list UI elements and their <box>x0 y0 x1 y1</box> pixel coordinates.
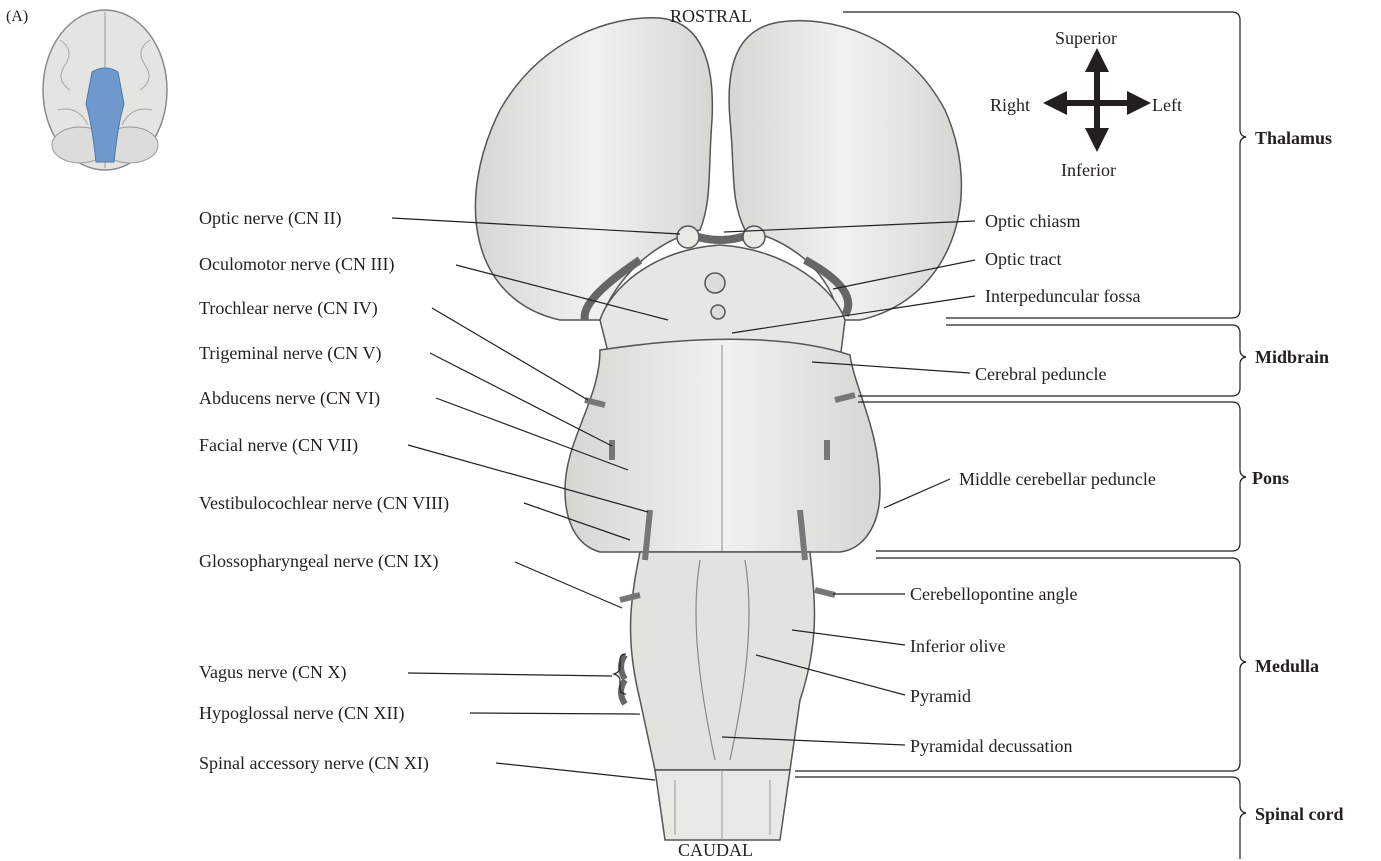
label-vestibulocochlear-nerve: Vestibulocochlear nerve (CN VIII) <box>199 492 449 514</box>
orientation-compass <box>1055 60 1139 140</box>
label-optic-chiasm: Optic chiasm <box>985 210 1080 232</box>
caudal-label: CAUDAL <box>678 839 753 861</box>
label-pyramidal-decussation: Pyramidal decussation <box>910 735 1072 757</box>
label-trochlear-nerve: Trochlear nerve (CN IV) <box>199 297 378 319</box>
region-pons: Pons <box>1252 467 1289 489</box>
label-optic-nerve: Optic nerve (CN II) <box>199 207 341 229</box>
panel-label: (A) <box>6 8 28 26</box>
compass-inferior-label: Inferior <box>1061 159 1116 181</box>
label-glossopharyngeal-nerve: Glossopharyngeal nerve (CN IX) <box>199 550 438 572</box>
brainstem-drawing <box>475 18 961 840</box>
label-abducens-nerve: Abducens nerve (CN VI) <box>199 387 380 409</box>
compass-left-label: Left <box>1152 94 1182 116</box>
label-vagus-nerve: Vagus nerve (CN X) <box>199 661 346 683</box>
region-spinal-cord: Spinal cord <box>1255 803 1344 825</box>
region-thalamus: Thalamus <box>1255 127 1332 149</box>
label-optic-tract: Optic tract <box>985 248 1061 270</box>
compass-right-label: Right <box>990 94 1030 116</box>
label-hypoglossal-nerve: Hypoglossal nerve (CN XII) <box>199 702 404 724</box>
label-oculomotor-nerve: Oculomotor nerve (CN III) <box>199 253 394 275</box>
label-trigeminal-nerve: Trigeminal nerve (CN V) <box>199 342 381 364</box>
label-pyramid: Pyramid <box>910 685 971 707</box>
label-interpeduncular-fossa: Interpeduncular fossa <box>985 285 1140 307</box>
label-cerebral-peduncle: Cerebral peduncle <box>975 363 1106 385</box>
rostral-label: ROSTRAL <box>670 5 752 27</box>
region-midbrain: Midbrain <box>1255 346 1329 368</box>
region-medulla: Medulla <box>1255 655 1319 677</box>
label-middle-cerebellar-peduncle: Middle cerebellar peduncle <box>959 468 1156 490</box>
inset-brain-thumbnail <box>43 10 167 170</box>
label-inferior-olive: Inferior olive <box>910 635 1005 657</box>
compass-superior-label: Superior <box>1055 27 1117 49</box>
label-facial-nerve: Facial nerve (CN VII) <box>199 434 358 456</box>
label-cerebellopontine-angle: Cerebellopontine angle <box>910 583 1077 605</box>
label-spinal-accessory-nerve: Spinal accessory nerve (CN XI) <box>199 752 429 774</box>
